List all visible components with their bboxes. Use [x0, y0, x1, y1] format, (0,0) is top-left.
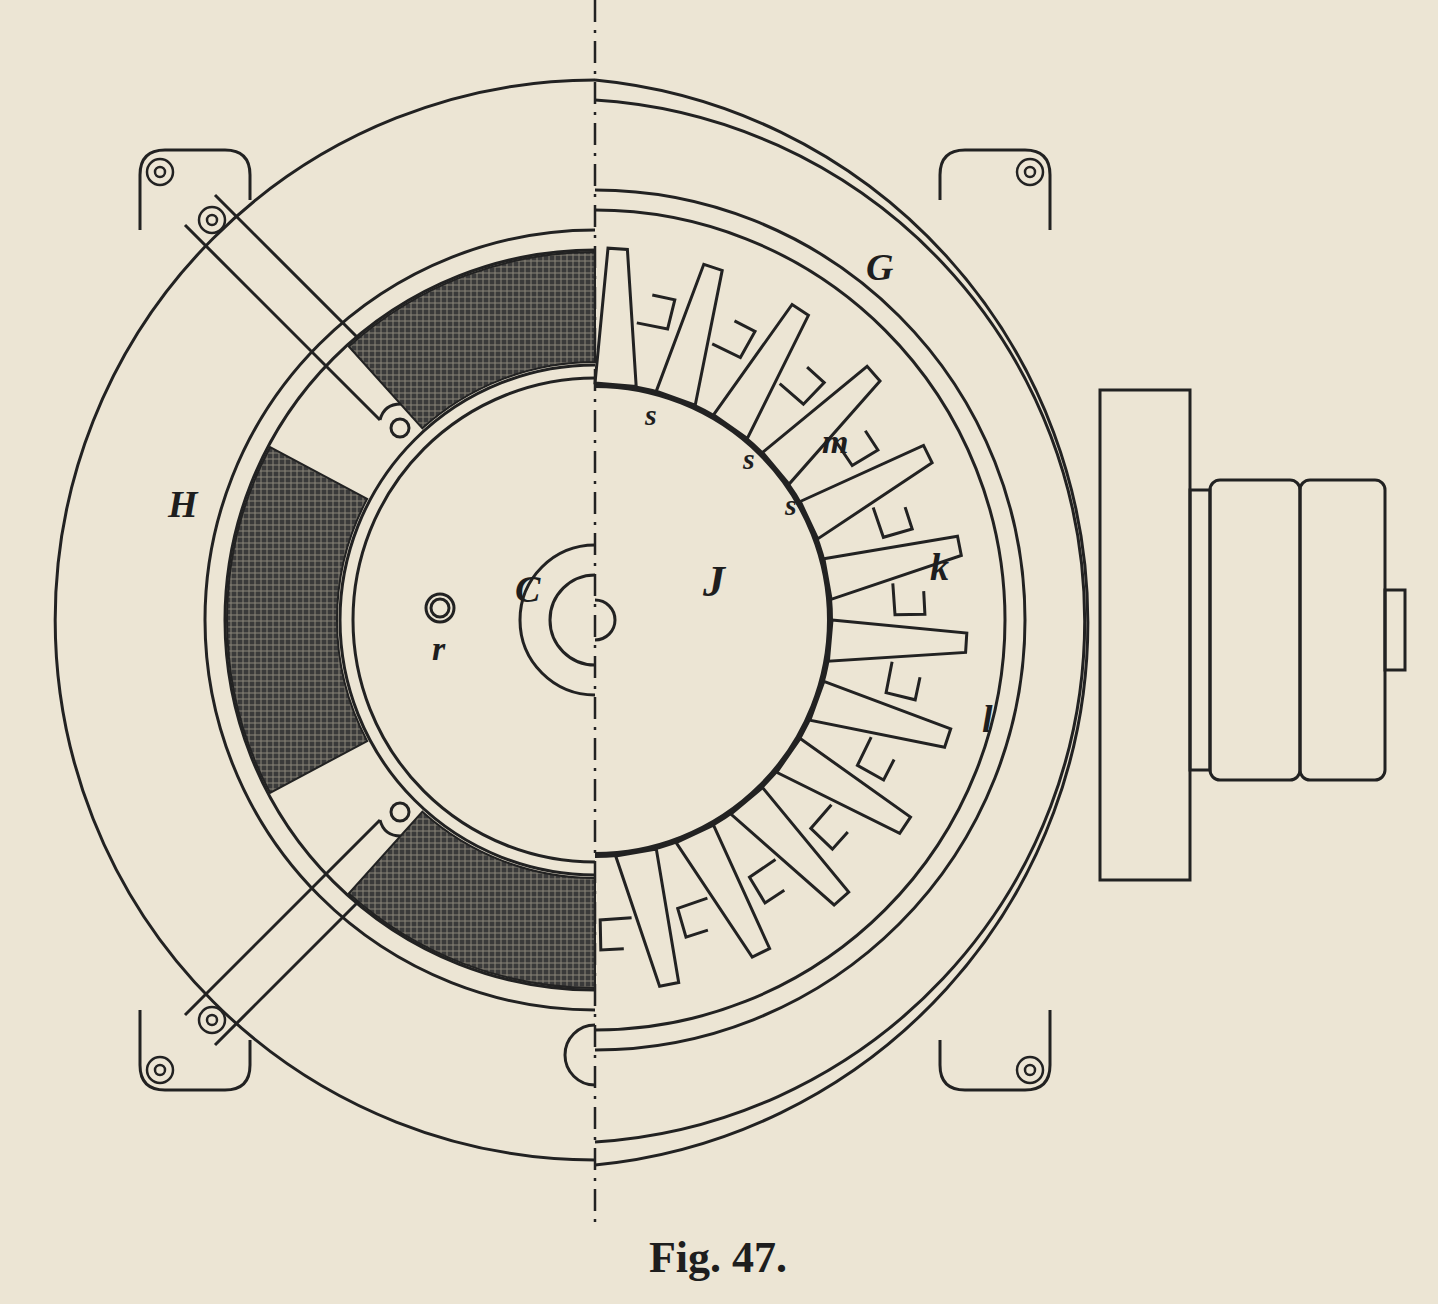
fan-blade: [810, 681, 951, 747]
ring: [205, 230, 595, 1010]
part-letter: C: [515, 570, 540, 608]
bore: [431, 599, 449, 617]
part-letter: s: [645, 400, 657, 430]
part-letter: G: [866, 248, 893, 286]
drain: [565, 1025, 595, 1085]
flange-ear: [940, 1010, 1050, 1090]
pulley: [1210, 480, 1300, 780]
ring: [353, 378, 595, 862]
part-letter: s: [785, 490, 797, 520]
guide-ring: [595, 210, 1005, 1030]
fan-blade: [777, 739, 911, 834]
fan-blade: [656, 264, 722, 405]
blade-hook: [637, 295, 675, 329]
ring: [550, 575, 595, 665]
center-line: [594, 0, 597, 1225]
flange-ear: [940, 150, 1050, 230]
part-letter: J: [703, 560, 725, 604]
winding: [349, 252, 595, 428]
fan-blade: [731, 788, 849, 905]
blade-hook: [780, 367, 825, 404]
pulley: [1300, 480, 1385, 780]
winding: [349, 812, 595, 988]
blade-hook: [600, 918, 631, 950]
fan-blade: [714, 305, 809, 439]
part-letter: r: [432, 632, 445, 666]
shaft-end: [1385, 590, 1405, 670]
housing-outline: [55, 80, 595, 1160]
ring: [520, 545, 595, 695]
housing-outline: [595, 100, 1085, 1142]
strut: [185, 195, 410, 420]
bolt: [391, 803, 409, 821]
strut: [185, 820, 410, 1045]
part-letter: s: [743, 444, 755, 474]
fan-blade: [828, 620, 966, 661]
figure-caption: Fig. 47.: [649, 1236, 787, 1280]
fan-blade: [763, 366, 880, 484]
blade-hook: [712, 321, 755, 358]
blade-hook: [873, 507, 912, 537]
ring: [340, 365, 595, 875]
part-letter: m: [822, 425, 848, 459]
part-letter: l: [982, 700, 993, 738]
part-letter: H: [168, 485, 198, 523]
fan-blade: [800, 445, 932, 539]
winding: [227, 447, 367, 793]
bore: [426, 594, 454, 622]
guide-ring: [595, 190, 1025, 1050]
fan-blade: [595, 248, 636, 386]
blade-hook: [678, 898, 708, 937]
pulley: [1190, 490, 1210, 770]
bearing-block: [1100, 390, 1190, 880]
blade-hook: [893, 583, 925, 614]
blade-hook: [811, 805, 848, 850]
fan-blade: [676, 825, 770, 957]
part-letter: k: [930, 548, 949, 586]
blade-hook: [750, 860, 785, 903]
blade-hook: [886, 662, 920, 700]
housing-outline: [595, 80, 1088, 1165]
strut: [380, 404, 410, 836]
blade-hook: [857, 737, 894, 780]
ring: [225, 250, 595, 990]
bolt: [391, 419, 409, 437]
shaft: [595, 600, 615, 640]
